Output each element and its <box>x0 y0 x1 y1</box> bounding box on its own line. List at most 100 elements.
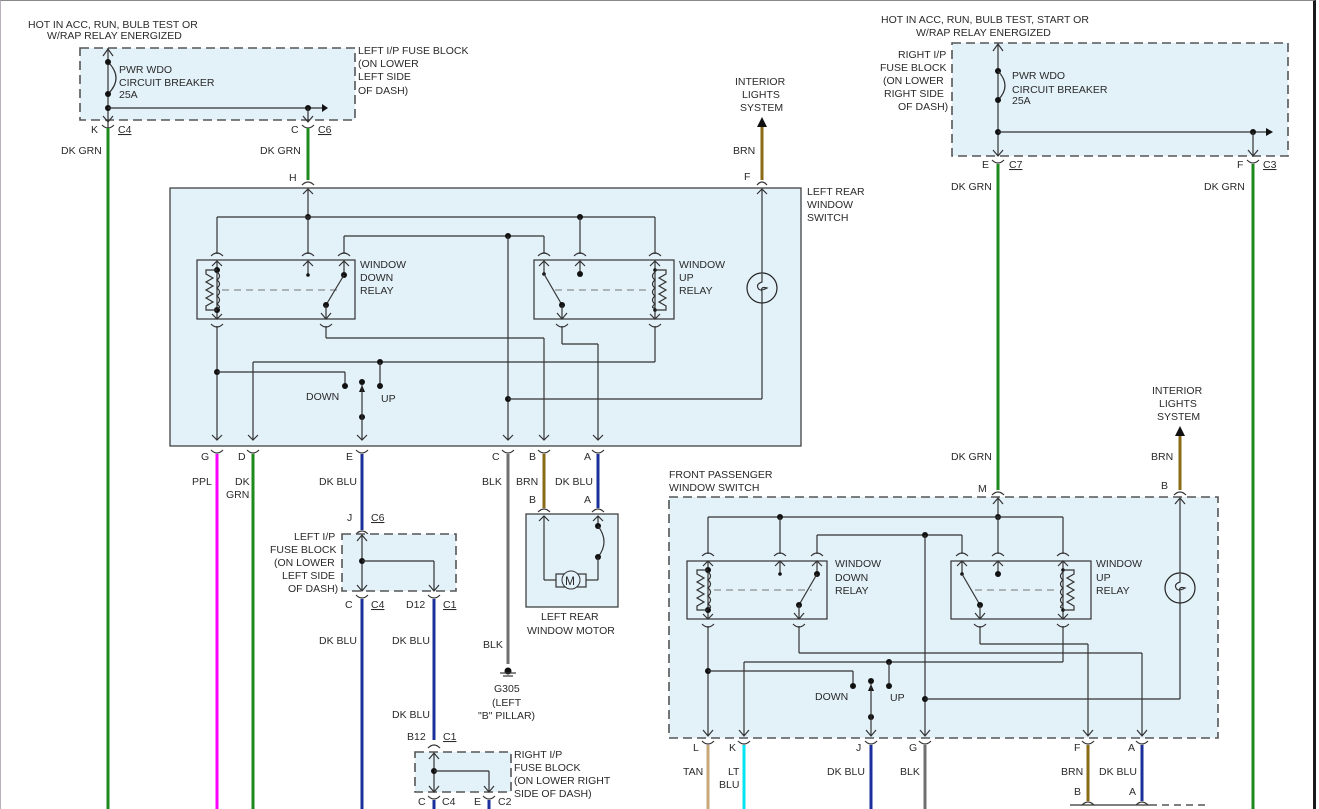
mid-left-fuse-block: J C6 LEFT I/P FUSE BLOCK (ON LOWER LEFT … <box>270 512 457 647</box>
component-label: LEFT I/P FUSE BLOCK <box>358 45 468 57</box>
system-label: SYSTEM <box>740 102 783 114</box>
wire-color-label: DK BLU <box>827 766 865 778</box>
power-note: HOT IN ACC, RUN, BULB TEST OR <box>28 19 198 31</box>
fuse-block-outline <box>341 533 457 592</box>
component-label: LEFT SIDE <box>282 570 335 582</box>
relay-label: RELAY <box>1096 585 1130 597</box>
pin-label: D12 <box>406 599 425 611</box>
system-label: INTERIOR <box>1152 385 1203 397</box>
relay-label: UP <box>1096 572 1111 584</box>
pin-label: H <box>289 172 297 184</box>
component-label: (ON LOWER <box>358 58 419 70</box>
pin-label: C <box>291 124 299 136</box>
component-label: FRONT PASSENGER <box>669 469 773 481</box>
connector-label: C1 <box>443 731 457 743</box>
power-note: W/RAP RELAY ENERGIZED <box>916 27 1051 39</box>
pin-label: B12 <box>407 731 426 743</box>
connector-label: C4 <box>442 796 456 808</box>
connector-label: C3 <box>1263 159 1277 171</box>
pin-label: B <box>1074 786 1081 798</box>
system-label: SYSTEM <box>1157 411 1200 423</box>
relay-label: DOWN <box>360 272 393 284</box>
connector-label: C6 <box>371 512 385 524</box>
pin-label: J <box>856 742 861 754</box>
ground-label: G305 <box>494 683 520 695</box>
right-fuse-block: HOT IN ACC, RUN, BULB TEST, START OR W/R… <box>880 14 1289 193</box>
relay-label: RELAY <box>679 285 713 297</box>
switch-position-label: DOWN <box>306 391 339 403</box>
relay-label: UP <box>679 272 694 284</box>
pin-label: K <box>729 742 736 754</box>
system-label: LIGHTS <box>742 89 780 101</box>
interior-lights-top: INTERIOR LIGHTS SYSTEM BRN F <box>733 76 786 183</box>
pin-label: C <box>492 451 500 463</box>
relay-label: WINDOW <box>835 558 881 570</box>
wire-color-label: DK GRN <box>1204 181 1245 193</box>
pin-label: F <box>1237 159 1243 171</box>
pin-label: G <box>201 451 209 463</box>
motor-symbol: M <box>565 574 575 588</box>
component-label: OF DASH) <box>358 85 408 97</box>
wire-color-label: DK GRN <box>951 181 992 193</box>
breaker-label: PWR WDO <box>119 64 172 76</box>
ground-label: (LEFT <box>492 697 522 709</box>
pin-label: E <box>474 796 481 808</box>
power-note: HOT IN ACC, RUN, BULB TEST, START OR <box>881 14 1089 26</box>
component-label: RIGHT SIDE <box>884 88 944 100</box>
wire-color-label: BLK <box>482 476 502 488</box>
component-label: FUSE BLOCK <box>880 62 947 74</box>
component-label: RIGHT I/P <box>898 49 946 61</box>
system-label: LIGHTS <box>1159 398 1197 410</box>
left-fuse-block: HOT IN ACC, RUN, BULB TEST OR W/RAP RELA… <box>28 19 468 157</box>
pin-label: G <box>909 742 917 754</box>
front-passenger-switch-pins: L K J G F A TAN LT BLU DK BLU BLK BRN DK… <box>683 740 1205 806</box>
pin-label: A <box>584 494 591 506</box>
wire-color-label: PPL <box>192 476 212 488</box>
pin-label: F <box>1074 742 1080 754</box>
component-label: WINDOW <box>807 199 853 211</box>
connector-label: C2 <box>498 796 512 808</box>
connector-label: C4 <box>118 124 132 136</box>
pin-label: E <box>982 159 989 171</box>
arrow-up-icon <box>1175 426 1185 436</box>
left-rear-window-motor: B A M LEFT REAR WINDOW MOTOR <box>525 494 619 637</box>
wire-color-label: DK BLU <box>392 635 430 647</box>
motor-housing <box>525 513 619 608</box>
switch-position-label: DOWN <box>815 691 848 703</box>
wire-color-label: BLU <box>719 779 739 791</box>
component-label: WINDOW MOTOR <box>527 625 615 637</box>
connector-label: C6 <box>318 124 332 136</box>
wire-color-label: DK GRN <box>61 145 102 157</box>
breaker-label: CIRCUIT BREAKER <box>119 77 215 89</box>
fuse-block-outline <box>414 751 512 793</box>
wire-color-label: BLK <box>483 639 503 651</box>
pin-label: B <box>529 494 536 506</box>
system-label: INTERIOR <box>735 76 786 88</box>
component-label: SWITCH <box>807 212 848 224</box>
component-label: OF DASH) <box>288 583 338 595</box>
relay-label: RELAY <box>360 285 394 297</box>
wire-color-label: GRN <box>226 489 249 501</box>
breaker-label: PWR WDO <box>1012 70 1065 82</box>
motor-icon <box>561 570 581 590</box>
pin-label: E <box>346 451 353 463</box>
fuse-block-outline <box>951 42 1289 157</box>
connector-label: C4 <box>371 599 385 611</box>
breaker-rating: 25A <box>119 89 138 101</box>
ground-label: "B" PILLAR) <box>478 710 535 722</box>
wire-color-label: BRN <box>733 145 755 157</box>
arrow-icon <box>322 104 328 112</box>
pin-label: F <box>744 171 750 183</box>
wire-color-label: DK GRN <box>260 145 301 157</box>
wire-color-label: DK BLU <box>1099 766 1137 778</box>
component-label: (ON LOWER RIGHT <box>514 775 611 787</box>
connector-label: C7 <box>1009 159 1023 171</box>
breaker-rating: 25A <box>1012 95 1031 107</box>
pin-label: D <box>238 451 246 463</box>
pin-label: L <box>693 742 699 754</box>
component-label: FUSE BLOCK <box>514 762 581 774</box>
switch-position-label: UP <box>890 692 905 704</box>
pin-label: C <box>418 796 426 808</box>
component-label: WINDOW SWITCH <box>669 482 759 494</box>
component-label: LEFT REAR <box>541 611 599 623</box>
